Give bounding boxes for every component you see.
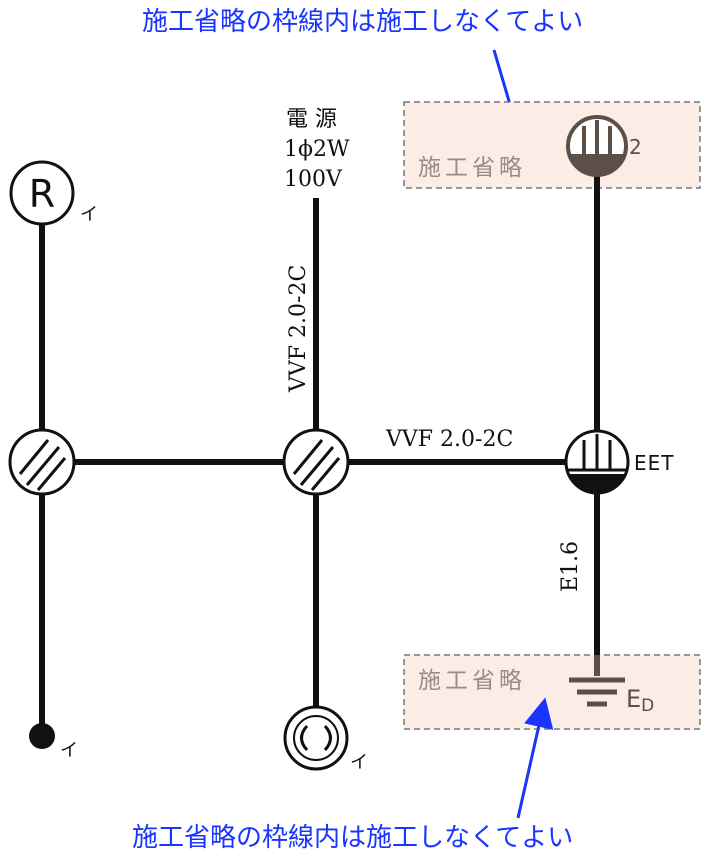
junction-box-2-icon <box>282 428 350 496</box>
earth-ground-icon <box>569 677 625 707</box>
duplex-receptacle-icon <box>566 115 628 177</box>
power-label-line2: 1ϕ2W <box>284 137 350 162</box>
top-note: 施工省略の枠線内は施工しなくてよい <box>142 7 583 37</box>
bottom-note-arrow <box>516 697 554 819</box>
eet-label: EET <box>634 451 675 475</box>
junction-box-1-icon <box>8 428 76 496</box>
omitted-area-top <box>403 101 701 189</box>
power-label-line3: 100V <box>284 167 343 192</box>
ceiling-receptacle-tag: イ <box>350 752 368 773</box>
receptacle-count-label: 2 <box>629 135 642 159</box>
cable-label-vertical: VVF 2.0-2C <box>286 265 311 393</box>
earth-label-sub: D <box>641 696 654 716</box>
eet-receptacle-icon <box>564 429 630 495</box>
omitted-area-bottom-label: 施工省略 <box>418 668 526 694</box>
switch-tag: イ <box>60 740 78 761</box>
omitted-area-top-label: 施工省略 <box>418 155 526 181</box>
pilot-lamp-letter: R <box>29 172 55 216</box>
earth-label: ED <box>626 685 654 716</box>
bottom-note: 施工省略の枠線内は施工しなくてよい <box>132 823 573 853</box>
power-label-line1: 電 源 <box>286 107 337 132</box>
earth-label-main: E <box>626 685 641 713</box>
lamp-tag: イ <box>80 204 98 225</box>
switch-icon <box>29 723 55 749</box>
cable-label-earth: E1.6 <box>558 541 583 592</box>
ceiling-receptacle-icon <box>283 705 349 771</box>
cable-label-horizontal: VVF 2.0-2C <box>385 427 513 452</box>
pilot-lamp-icon: R <box>9 160 75 226</box>
